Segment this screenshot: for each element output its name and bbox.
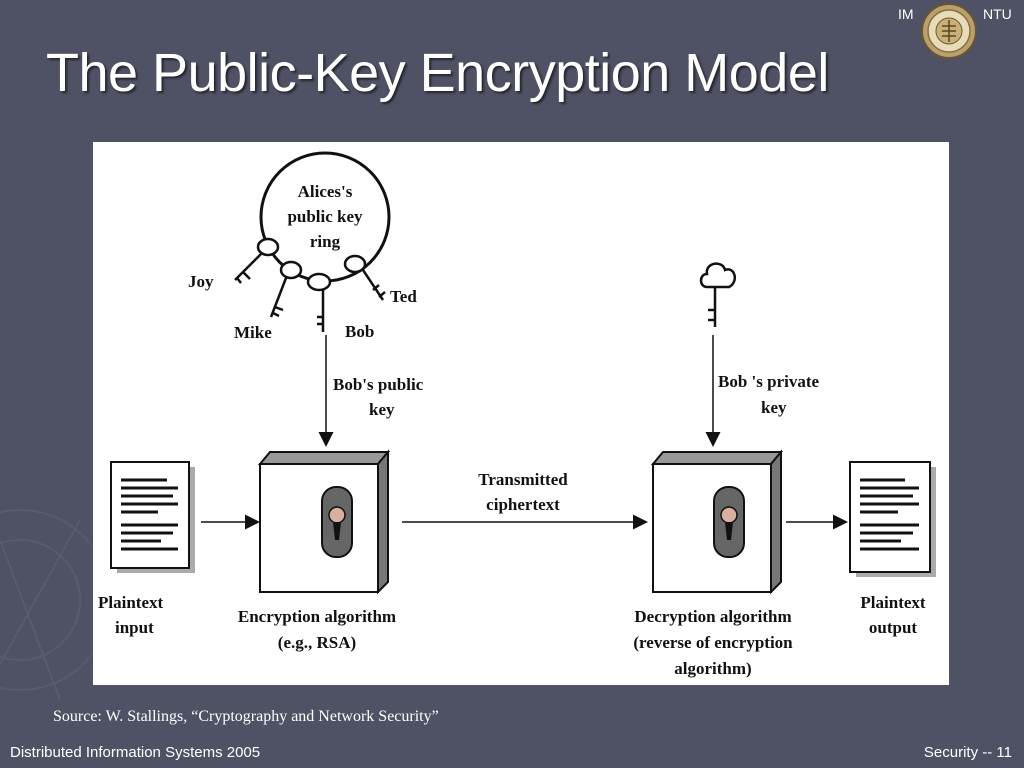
key-label-mike: Mike [234,323,272,342]
public-key-diagram: Alices's public key ring Joy Mike Bob Te… [93,142,949,685]
key-label-joy: Joy [188,272,214,291]
plaintext-output-label-line-1: Plaintext [860,593,925,612]
footer-page-number: Security -- 11 [923,744,1012,761]
plaintext-output-label-line-2: output [869,618,918,637]
joy-key-icon [234,237,280,284]
private-key-icon [699,262,737,327]
source-citation: Source: W. Stallings, “Cryptography and … [53,708,439,725]
slide-title: The Public-Key Encryption Model [46,43,829,103]
encryption-label-line-2: (e.g., RSA) [278,633,356,652]
encryption-lock-icon [321,486,353,558]
public-key-ring: Alices's public key ring [259,151,391,283]
key-label-bob: Bob [345,322,374,341]
ring-label-line-2: public key [287,207,363,226]
im-label: IM [898,6,914,22]
plaintext-input-label-line-2: input [115,618,154,637]
bob-key-icon [306,272,332,332]
key-label-ted: Ted [390,287,417,306]
private-key-label-line-1: Bob 's private [718,372,820,391]
ntu-seal-icon [921,3,977,59]
transmitted-label-line-2: ciphertext [486,495,560,514]
ring-label-line-3: ring [310,232,341,251]
ring-label-line-1: Alices's [298,182,353,201]
private-key-label-line-2: key [761,398,787,417]
decryption-box [650,449,784,595]
plaintext-input-label-line-1: Plaintext [98,593,163,612]
decryption-label-line-1: Decryption algorithm [634,607,791,626]
decryption-label-line-2: (reverse of encryption [633,633,793,652]
plaintext-input-document-icon [110,461,195,573]
public-key-label-line-1: Bob's public [333,375,424,394]
transmitted-label-line-1: Transmitted [478,470,568,489]
encryption-label-line-1: Encryption algorithm [238,607,396,626]
public-key-label-line-2: key [369,400,395,419]
ntu-label: NTU [983,6,1012,22]
decryption-lock-icon [713,486,745,558]
decryption-label-line-3: algorithm) [674,659,751,678]
footer-course: Distributed Information Systems 2005 [10,744,261,761]
mike-key-icon [269,260,303,318]
plaintext-output-document-icon [849,461,936,577]
ted-key-icon [343,254,386,301]
encryption-box [257,449,391,595]
